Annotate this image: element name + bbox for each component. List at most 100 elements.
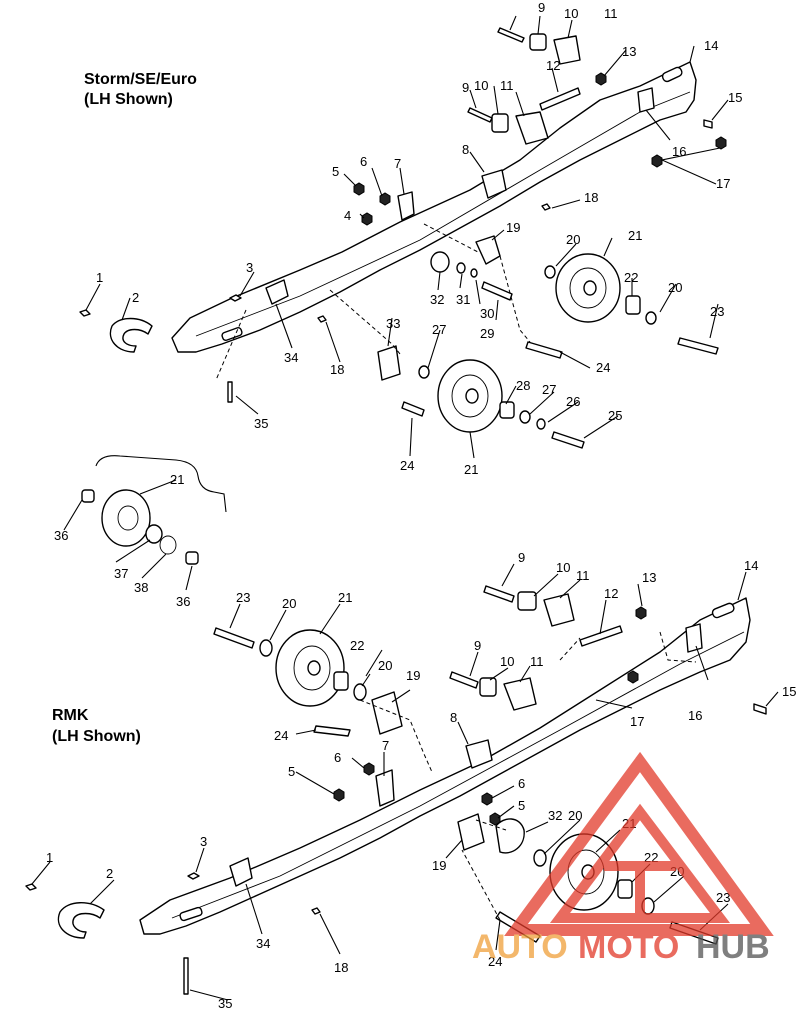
top-section-title: Storm/SE/Euro	[84, 71, 197, 88]
callout-label: 10	[556, 560, 570, 575]
automotohub-watermark-logo: AUTO MOTO HUB	[472, 751, 774, 966]
bottom-block-32	[495, 818, 525, 854]
callout-label: 28	[516, 378, 530, 393]
top-washer-20a	[544, 265, 556, 279]
bottom-leader-e	[295, 771, 621, 855]
bottom-bolt-35	[183, 957, 189, 995]
top-leader-l	[235, 395, 475, 459]
callout-label: 21	[464, 462, 478, 477]
callout-label: 7	[394, 156, 401, 171]
callout-label: 21	[338, 590, 352, 605]
callout-label: 14	[744, 558, 758, 573]
top-nut-6	[379, 192, 391, 206]
top-plug-3	[229, 294, 242, 302]
top-bolt-25	[551, 431, 585, 449]
top-bolt-23	[677, 337, 719, 355]
callout-label: 36	[54, 528, 68, 543]
callout-label: 10	[474, 78, 488, 93]
bottom-slide-rail	[139, 597, 751, 935]
callout-label: 32	[430, 292, 444, 307]
top-bolt-9a	[497, 27, 525, 43]
top-idler-wheel-lower-inner	[451, 374, 489, 418]
callout-label: 3	[246, 260, 253, 275]
bottom-washer-20b	[353, 683, 367, 701]
top-bolt-24b	[401, 401, 425, 417]
callout-label: 5	[288, 764, 295, 779]
callout-label: 20	[282, 596, 296, 611]
top-washer-20b	[645, 311, 657, 325]
top-spacer-22	[625, 295, 641, 315]
top-leader-b	[603, 45, 695, 77]
callout-label: 29	[480, 326, 494, 341]
top-bolt-12	[539, 87, 581, 111]
top-rail-hook-2	[109, 317, 153, 353]
top-section-subtitle: (LH Shown)	[84, 91, 173, 108]
top-nut-17b	[715, 136, 727, 150]
callout-label: 7	[382, 738, 389, 753]
callout-label: 1	[46, 850, 53, 865]
callout-label: 34	[256, 936, 270, 951]
callout-label: 24	[596, 360, 610, 375]
bottom-block-11b	[503, 677, 537, 711]
detail-bolt-36a	[81, 489, 95, 503]
callout-label: 27	[542, 382, 556, 397]
callout-label: 11	[576, 568, 590, 583]
top-plug-1	[79, 309, 91, 317]
callout-label: 6	[360, 154, 367, 169]
callout-label: 27	[432, 322, 446, 337]
top-bracket-33	[377, 345, 401, 381]
callout-label: 4	[344, 208, 351, 223]
callout-label: 9	[518, 550, 525, 565]
bottom-leader-d	[295, 689, 469, 776]
bottom-rail-lower-edge	[171, 631, 745, 919]
callout-label: 15	[782, 684, 796, 699]
top-nut-5	[353, 182, 365, 196]
callout-label: 24	[274, 728, 288, 743]
callout-label: 10	[500, 654, 514, 669]
watermark-text-auto: AUTO	[472, 928, 568, 966]
top-nut-4	[361, 212, 373, 226]
bottom-bolt-24a	[313, 725, 351, 737]
callout-label: 38	[134, 580, 148, 595]
callout-label: 35	[254, 416, 268, 431]
callout-label: 18	[584, 190, 598, 205]
top-bracket-19	[475, 235, 501, 265]
callout-label: 17	[716, 176, 730, 191]
callout-label: 1	[96, 270, 103, 285]
callout-label: 9	[474, 638, 481, 653]
bottom-block-11a	[543, 593, 575, 627]
callout-label: 13	[622, 44, 636, 59]
bottom-bolt-9a	[483, 585, 515, 603]
top-washer-30	[470, 268, 478, 278]
top-nut-17a	[651, 154, 663, 168]
top-leader-d	[645, 99, 729, 185]
bottom-rail-hook-2	[57, 902, 105, 939]
top-bolt-15	[703, 119, 713, 129]
top-washer-27a	[418, 365, 430, 379]
bottom-nut-5b	[489, 812, 501, 826]
bottom-idler-wheel-lower-inner	[567, 849, 605, 895]
top-leader-c	[469, 67, 559, 117]
bottom-washer-20a	[259, 639, 273, 657]
bottom-assembly: 9 10 11 13 14 12 23 20 21 22 20 9 10 11 …	[25, 550, 796, 1011]
watermark-text-moto: MOTO	[578, 928, 679, 966]
callout-label: 14	[704, 38, 718, 53]
top-bushing-31	[456, 262, 466, 274]
bottom-nut-5a	[333, 788, 345, 802]
top-bolt-9b	[467, 107, 493, 123]
callout-label: 12	[546, 58, 560, 73]
callout-label: 9	[462, 80, 469, 95]
callout-label: 26	[566, 394, 580, 409]
bottom-bolt-9b	[449, 671, 479, 689]
top-leader-j	[275, 303, 441, 369]
callout-label: 36	[176, 594, 190, 609]
callout-label: 19	[432, 858, 446, 873]
top-callouts: 9 10 11 13 14 12 9 10 11 15 16 17 8 6 7 …	[96, 0, 742, 477]
bottom-nut-6a	[363, 762, 375, 776]
detail-bracket-line	[95, 455, 227, 513]
callout-label: 5	[518, 798, 525, 813]
detail-bearing-37	[145, 524, 163, 544]
top-leader-g	[85, 237, 613, 321]
top-leader-f	[491, 199, 581, 241]
top-bolt-29	[481, 281, 513, 301]
